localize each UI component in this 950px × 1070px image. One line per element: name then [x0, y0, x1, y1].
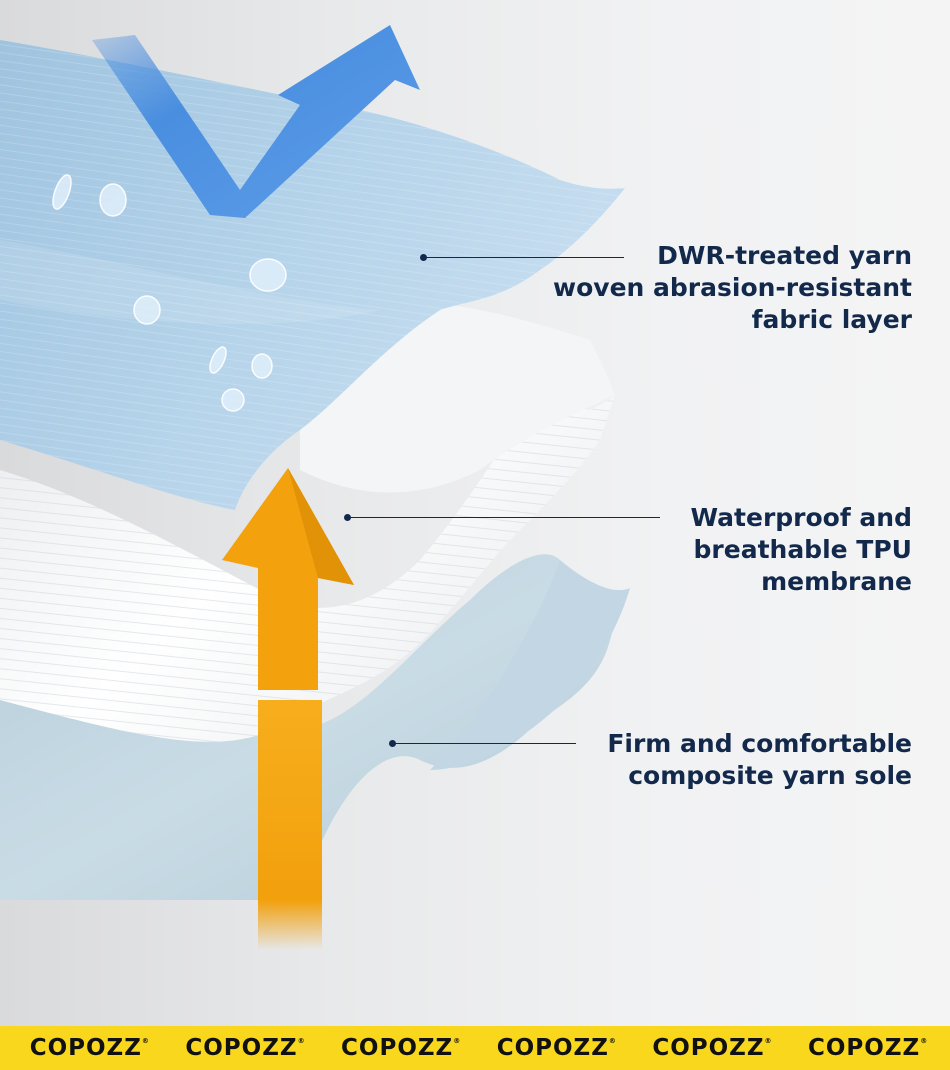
leader-line-sole: [393, 743, 576, 744]
brand-logo: COPOZZ®: [185, 1035, 306, 1061]
brand-logo: COPOZZ®: [341, 1035, 462, 1061]
water-droplet-icon: [52, 174, 287, 412]
callout-tpu-membrane: Waterproof and breathable TPU membrane: [690, 502, 912, 598]
brand-logo: COPOZZ®: [496, 1035, 617, 1061]
brand-logo: COPOZZ®: [29, 1035, 150, 1061]
callout-dwr-line-2: woven abrasion-resistant: [553, 273, 912, 302]
callout-sole-line-1: Firm and comfortable: [607, 729, 912, 758]
callout-tpu-line-1: Waterproof and: [690, 503, 912, 532]
callout-dwr-line-1: DWR-treated yarn: [657, 241, 912, 270]
callout-dot-sole: [389, 740, 396, 747]
callout-tpu-line-3: membrane: [761, 567, 912, 596]
callout-dot-dwr: [420, 254, 427, 261]
fabric-layer-diagram: [0, 0, 950, 1026]
brand-logo: COPOZZ®: [652, 1035, 773, 1061]
leader-line-dwr: [424, 257, 624, 258]
water-repel-arrow-icon: [92, 25, 420, 218]
callout-tpu-line-2: breathable TPU: [693, 535, 912, 564]
callout-dwr-fabric: DWR-treated yarn woven abrasion-resistan…: [553, 240, 912, 336]
fabric-layers-illustration: [0, 25, 630, 950]
callout-composite-sole: Firm and comfortable composite yarn sole: [607, 728, 912, 792]
sole-layer-curl: [430, 560, 630, 770]
brand-logo: COPOZZ®: [808, 1035, 929, 1061]
callout-sole-line-2: composite yarn sole: [628, 761, 912, 790]
callout-dwr-line-3: fabric layer: [751, 305, 912, 334]
callout-dot-tpu: [344, 514, 351, 521]
brand-footer-bar: COPOZZ® COPOZZ® COPOZZ® COPOZZ® COPOZZ® …: [0, 1026, 950, 1070]
leader-line-tpu: [348, 517, 660, 518]
vapor-breathe-arrow-icon: [222, 468, 354, 950]
